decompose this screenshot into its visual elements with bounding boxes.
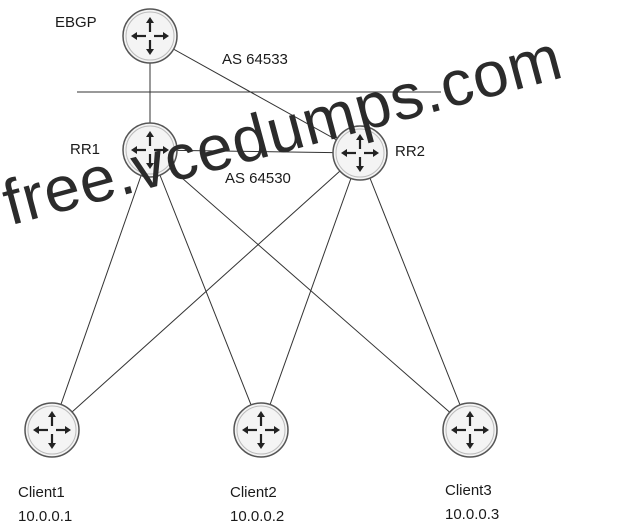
rr1-router-icon [121, 121, 179, 179]
client2-router-icon [232, 401, 290, 459]
as-outer-label: AS 64533 [222, 51, 288, 68]
client3-name-label: Client3 [445, 482, 492, 499]
client1-ip-label: 10.0.0.1 [18, 508, 73, 525]
client2-ip-label: 10.0.0.2 [230, 508, 285, 525]
ebgp-router-icon [121, 7, 179, 65]
client2-name-label: Client2 [230, 484, 277, 501]
client3-ip-label: 10.0.0.3 [445, 506, 500, 523]
link-rr2-client3 [359, 152, 471, 431]
link-rr1-client2 [149, 149, 262, 431]
link-rr2-client2 [260, 152, 361, 431]
client3-router-icon [441, 401, 499, 459]
rr2-router-icon [331, 124, 389, 182]
rr1-label: RR1 [70, 141, 101, 158]
rr2-label: RR2 [395, 143, 426, 160]
ebgp-label: EBGP [55, 14, 97, 31]
client1-router-icon [23, 401, 81, 459]
link-rr1-rr2 [149, 149, 361, 154]
client1-name-label: Client1 [18, 484, 65, 501]
link-rr1-client1 [51, 149, 151, 431]
link-rr1-client3 [149, 149, 471, 431]
as-inner-label: AS 64530 [225, 170, 291, 187]
link-ebgp-rr2 [149, 35, 361, 154]
